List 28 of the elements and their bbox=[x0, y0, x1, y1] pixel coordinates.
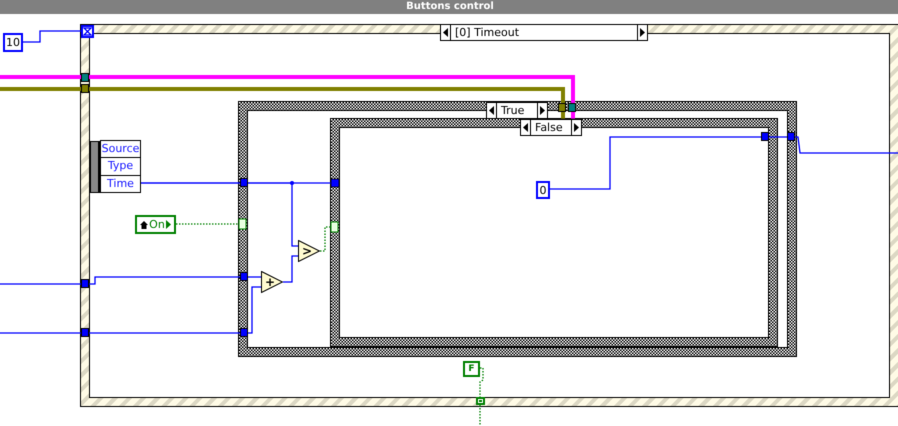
case-selector-label: False bbox=[530, 120, 572, 135]
greater-function: > bbox=[298, 240, 320, 262]
case-structure-frame bbox=[239, 102, 796, 356]
wire bbox=[23, 30, 81, 43]
add-function: + bbox=[261, 271, 283, 293]
case-structure-frame bbox=[331, 119, 777, 346]
case-selector-label: True bbox=[496, 103, 538, 118]
ring-constant-value: On bbox=[149, 218, 165, 231]
boolean-wire bbox=[320, 222, 338, 252]
event-data-field: Source bbox=[100, 140, 141, 158]
event-structure-frame bbox=[81, 25, 898, 406]
wire bbox=[0, 276, 261, 285]
boolean-wire bbox=[176, 218, 246, 230]
numeric-constant: 0 bbox=[536, 181, 550, 199]
conditional-terminal bbox=[476, 397, 485, 405]
boolean-constant: F bbox=[463, 361, 480, 377]
case-selector-label: [0] Timeout bbox=[450, 25, 638, 40]
timeout-terminal-icon bbox=[81, 25, 94, 38]
wire bbox=[0, 286, 261, 334]
boolean-wire bbox=[479, 405, 481, 426]
event-data-field: Type bbox=[100, 157, 141, 176]
window-title: Buttons control bbox=[405, 0, 495, 14]
numeric-constant: 10 bbox=[3, 33, 23, 52]
wire bbox=[283, 255, 298, 283]
event-data-field: Time bbox=[100, 174, 141, 193]
boolean-wire bbox=[479, 367, 484, 397]
wire bbox=[550, 136, 898, 190]
wire bbox=[141, 182, 298, 247]
